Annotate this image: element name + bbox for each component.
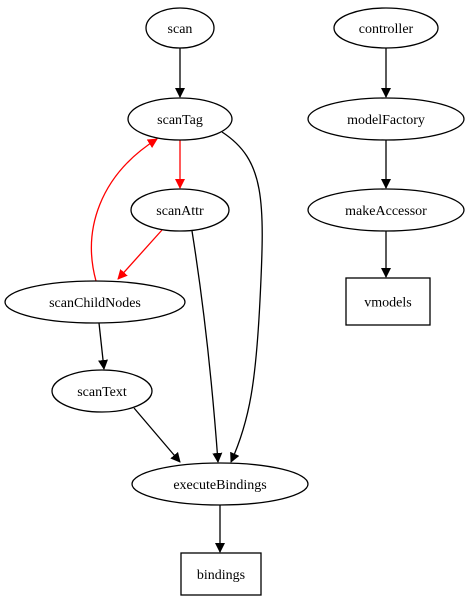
node-scan-label: scan <box>168 22 193 37</box>
node-scanAttr-ellipse <box>130 188 230 232</box>
node-controller: controller <box>333 7 439 49</box>
edge-scanChildNodes-to-scanText <box>98 322 108 370</box>
edge-scanTag-to-executeBindings <box>221 131 263 463</box>
node-executeBindings-ellipse <box>131 462 309 506</box>
edges-layer <box>90 48 391 553</box>
node-scanChildNodes-ellipse <box>4 280 186 324</box>
node-makeAccessor-label: makeAccessor <box>345 204 427 219</box>
node-scanText-label: scanText <box>77 385 127 400</box>
node-modelFactory: modelFactory <box>307 97 465 141</box>
edge-scanChildNodes-to-scanTag <box>90 138 158 282</box>
node-scanAttr-label: scanAttr <box>156 204 204 219</box>
node-scanChildNodes: scanChildNodes <box>4 280 186 324</box>
node-makeAccessor-ellipse <box>307 188 465 232</box>
edge-scanText-to-executeBindings <box>133 407 181 463</box>
node-scan-ellipse <box>145 7 215 49</box>
node-controller-label: controller <box>359 22 414 37</box>
node-scanText: scanText <box>51 369 153 413</box>
nodes-layer: scan scanTag scanAttr scanChildNodes scanTex… <box>4 7 465 596</box>
node-scanText-ellipse <box>51 369 153 413</box>
node-bindings-box <box>180 552 262 596</box>
node-vmodels: vmodels <box>345 277 431 326</box>
node-modelFactory-label: modelFactory <box>347 113 425 128</box>
node-makeAccessor: makeAccessor <box>307 188 465 232</box>
node-bindings-label: bindings <box>197 568 245 583</box>
node-bindings: bindings <box>180 552 262 596</box>
node-scan: scan <box>145 7 215 49</box>
node-scanChildNodes-label: scanChildNodes <box>49 296 141 311</box>
edge-scanAttr-to-scanChildNodes <box>117 229 163 280</box>
node-scanTag: scanTag <box>127 97 233 141</box>
node-modelFactory-ellipse <box>307 97 465 141</box>
node-scanTag-ellipse <box>127 97 233 141</box>
edge-scanAttr-to-executeBindings <box>191 230 223 463</box>
node-scanAttr: scanAttr <box>130 188 230 232</box>
node-controller-ellipse <box>333 7 439 49</box>
node-executeBindings: executeBindings <box>131 462 309 506</box>
node-vmodels-label: vmodels <box>364 296 411 311</box>
node-vmodels-box <box>345 277 431 326</box>
node-scanTag-label: scanTag <box>157 113 203 128</box>
node-executeBindings-label: executeBindings <box>173 478 266 493</box>
